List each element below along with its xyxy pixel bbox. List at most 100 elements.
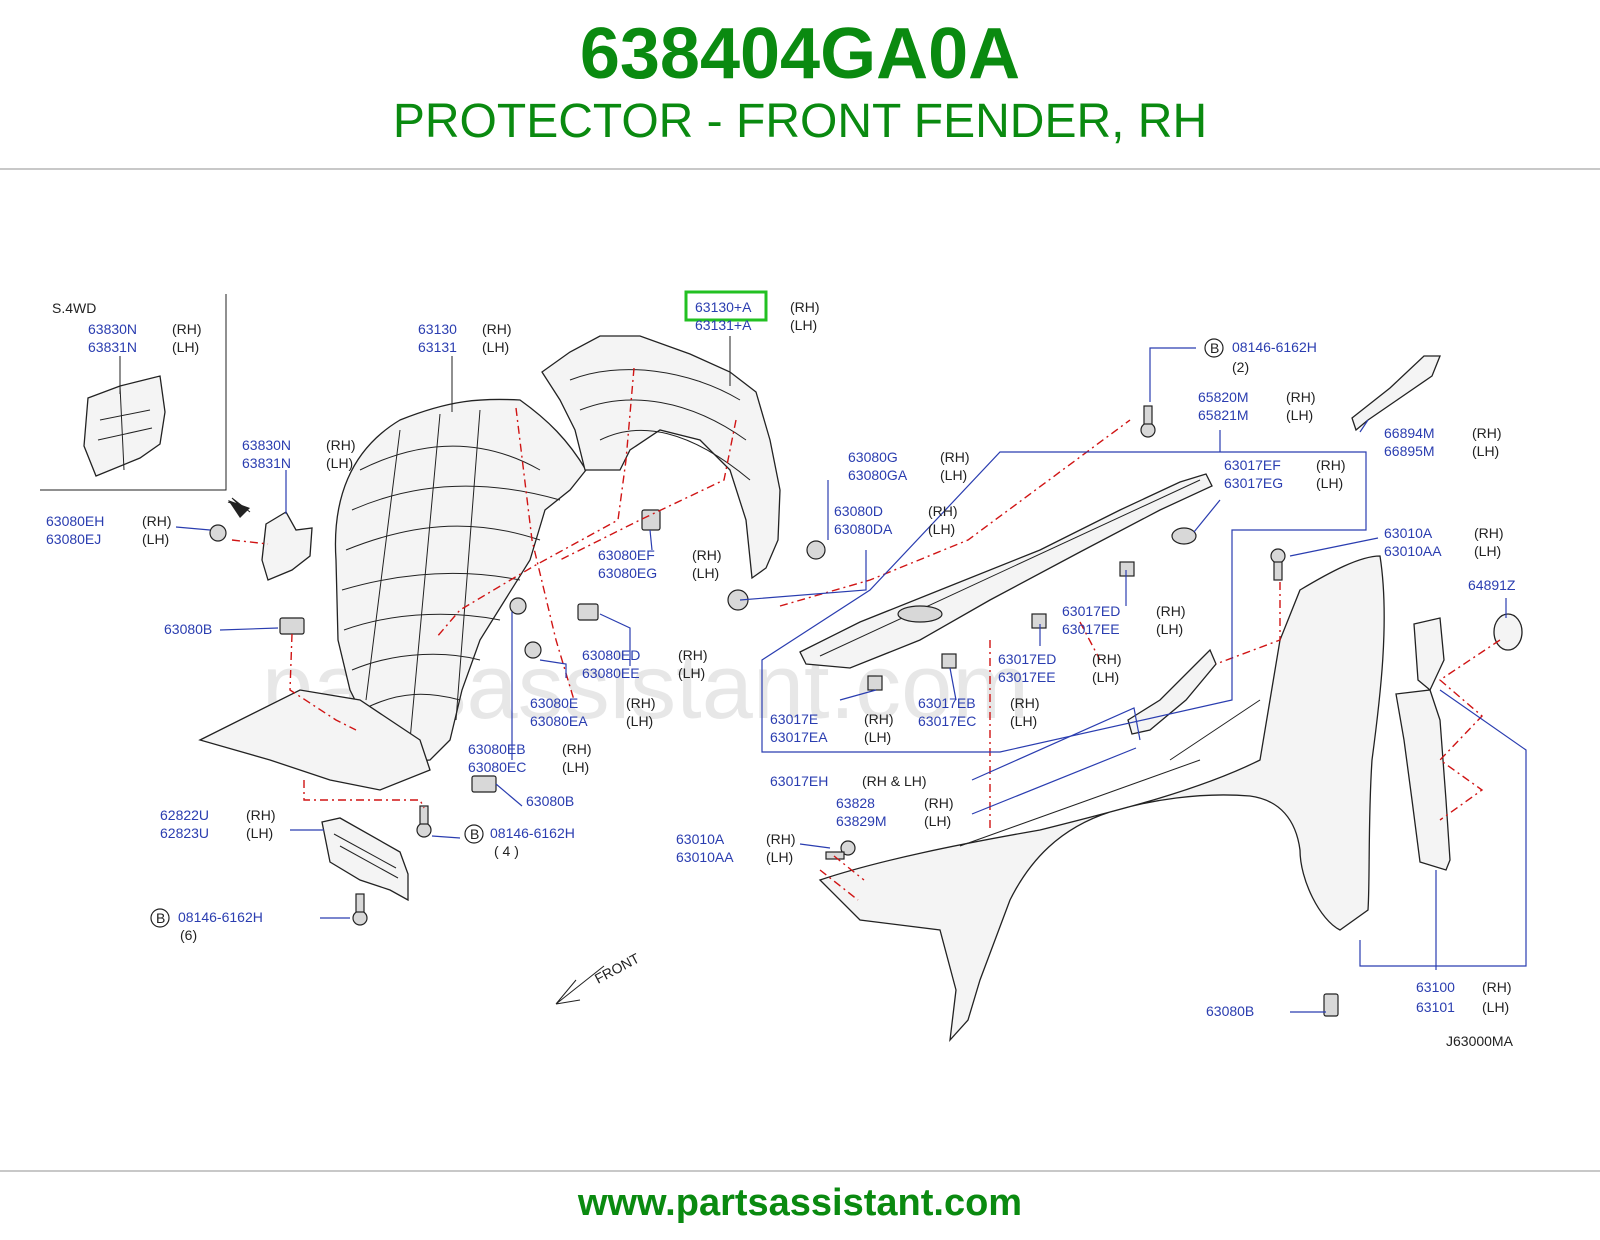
clip-icon bbox=[941, 653, 957, 669]
callout-number: 63017EE bbox=[1062, 621, 1120, 637]
callout-number: 63080EC bbox=[468, 759, 526, 775]
footer-url[interactable]: www.partsassistant.com bbox=[577, 1182, 1023, 1224]
callout-side: (RH) bbox=[924, 795, 954, 811]
callout-side: (LH) bbox=[924, 813, 951, 829]
callout-side: (LH) bbox=[562, 759, 589, 775]
badge-b-icon bbox=[150, 908, 170, 928]
callout-side: (LH) bbox=[1092, 669, 1119, 685]
callout-number: 63829M bbox=[836, 813, 887, 829]
callout-side: (RH) bbox=[142, 513, 172, 529]
callout-number: 63101 bbox=[1416, 999, 1455, 1015]
clip-icon bbox=[524, 641, 542, 659]
callout-side: (LH) bbox=[790, 317, 817, 333]
callout-side: (RH) bbox=[940, 449, 970, 465]
undercover-plate-inset bbox=[83, 375, 166, 477]
callout-side: (LH) bbox=[172, 339, 199, 355]
callout-side: (LH) bbox=[1316, 475, 1343, 491]
bolt-icon bbox=[1140, 405, 1156, 438]
callout-side: (RH & LH) bbox=[862, 773, 927, 789]
callout-number: 63017E bbox=[770, 711, 818, 727]
callout-side: (LH) bbox=[1156, 621, 1183, 637]
callout-side: (RH) bbox=[1472, 425, 1502, 441]
clip-icon bbox=[1323, 993, 1339, 1017]
callout-side: (LH) bbox=[692, 565, 719, 581]
callout-side: (RH) bbox=[1092, 651, 1122, 667]
clip-icon bbox=[806, 540, 826, 560]
clip-icon bbox=[279, 617, 305, 635]
inner-fender-liner bbox=[334, 398, 587, 763]
callout-number: 63130+A bbox=[695, 299, 752, 315]
callout-side: (LH) bbox=[626, 713, 653, 729]
callout-number: 65821M bbox=[1198, 407, 1249, 423]
bracket-66894m bbox=[1351, 355, 1441, 432]
callout-number: 63830N bbox=[242, 437, 291, 453]
under-panel bbox=[198, 689, 431, 791]
callout-badge: B bbox=[156, 910, 165, 926]
callout-side: (LH) bbox=[1474, 543, 1501, 559]
callout-number: 63080E bbox=[530, 695, 578, 711]
callout-number: 63100 bbox=[1416, 979, 1455, 995]
section-label: S.4WD bbox=[52, 300, 96, 316]
callout-number: 63080B bbox=[164, 621, 212, 637]
callout-number: 63130 bbox=[418, 321, 457, 337]
callout-side: (RH) bbox=[1286, 389, 1316, 405]
callout-side: (RH) bbox=[1316, 457, 1346, 473]
callout-side: (LH) bbox=[482, 339, 509, 355]
clip-icon bbox=[641, 509, 661, 531]
leader-lines bbox=[119, 336, 1527, 1013]
callout-side: (RH) bbox=[1010, 695, 1040, 711]
front-label: FRONT bbox=[592, 950, 642, 987]
callout-number: 63017ED bbox=[998, 651, 1056, 667]
clip-icon bbox=[471, 775, 497, 793]
callout-number: 63080EH bbox=[46, 513, 104, 529]
callout-side: (LH) bbox=[246, 825, 273, 841]
callout-number: 63831N bbox=[242, 455, 291, 471]
callout-side: (RH) bbox=[1482, 979, 1512, 995]
callout-number: 63131+A bbox=[695, 317, 752, 333]
callout-side: (LH) bbox=[1472, 443, 1499, 459]
callout-side: (LH) bbox=[928, 521, 955, 537]
callout-number: 63010AA bbox=[676, 849, 734, 865]
callout-side: (RH) bbox=[562, 741, 592, 757]
clip-icon bbox=[209, 524, 227, 542]
callout-number: 08146-6162H bbox=[490, 825, 575, 841]
callout-number: 63017ED bbox=[1062, 603, 1120, 619]
bracket-62822u bbox=[321, 817, 409, 902]
callout-side: (LH) bbox=[940, 467, 967, 483]
callout-number: 63080ED bbox=[582, 647, 640, 663]
bracket-65820m bbox=[1127, 648, 1217, 735]
fender-bracket-upper bbox=[1413, 617, 1445, 692]
callout-side: (RH) bbox=[1156, 603, 1186, 619]
callout-number: 63828 bbox=[836, 795, 875, 811]
bolt-icon bbox=[825, 840, 856, 860]
callout-side: (RH) bbox=[678, 647, 708, 663]
callout-number: 63010A bbox=[1384, 525, 1433, 541]
callout-number: 65820M bbox=[1198, 389, 1249, 405]
fender-side-guard bbox=[1395, 689, 1451, 871]
callout-number: 63080EG bbox=[598, 565, 657, 581]
callout-number: 62823U bbox=[160, 825, 209, 841]
front-arrow-icon bbox=[555, 965, 605, 1005]
clip-icon bbox=[1119, 561, 1135, 577]
callout-side: (RH) bbox=[482, 321, 512, 337]
callout-number: 66894M bbox=[1384, 425, 1435, 441]
callout-number: 62822U bbox=[160, 807, 209, 823]
callout-number: 63831N bbox=[88, 339, 137, 355]
callout-qty: (2) bbox=[1232, 359, 1249, 375]
header-divider bbox=[0, 168, 1600, 170]
callout-side: (RH) bbox=[246, 807, 276, 823]
callout-qty: (6) bbox=[180, 927, 197, 943]
clip-icon bbox=[867, 675, 883, 691]
callout-side: (LH) bbox=[864, 729, 891, 745]
callout-side: (RH) bbox=[766, 831, 796, 847]
assembly-lines bbox=[231, 367, 1501, 901]
callout-labels: S.4WD 63130+A 63131+A (RH) (LH) 63830N 6… bbox=[46, 290, 1516, 1049]
clip-icon bbox=[577, 603, 599, 621]
bolt-icon bbox=[352, 893, 368, 926]
callout-number: 63080EJ bbox=[46, 531, 101, 547]
callout-number: 63017EG bbox=[1224, 475, 1283, 491]
part-drawings bbox=[83, 335, 1523, 1042]
callout-side: (LH) bbox=[142, 531, 169, 547]
callout-qty: ( 4 ) bbox=[494, 843, 519, 859]
